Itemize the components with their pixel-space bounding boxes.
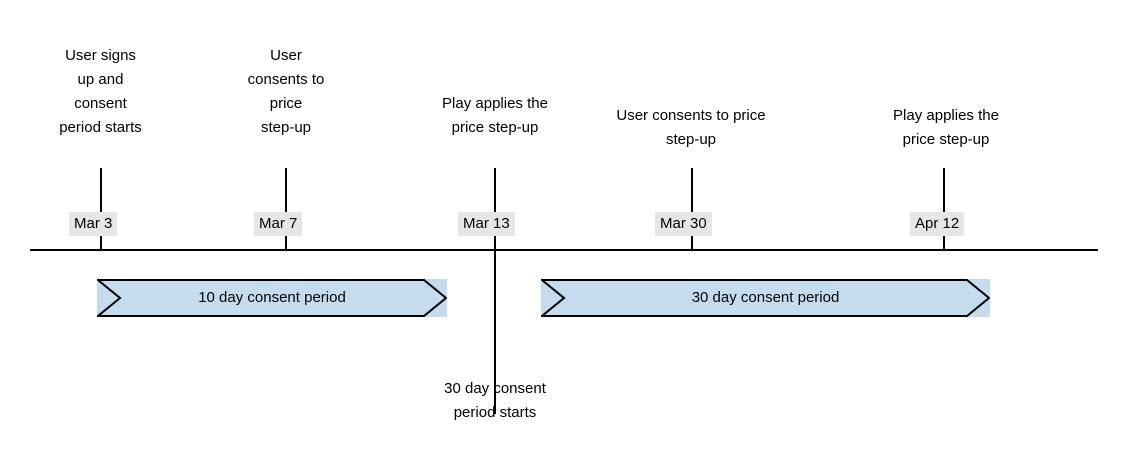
tick-line-consent-30day [691, 168, 693, 250]
tick-line-signup [100, 168, 102, 250]
period-bar-label-10-day: 10 day consent period [198, 289, 346, 306]
event-label-stepup-applied-2: Play applies the price step-up [893, 107, 999, 148]
date-chip-mar-30: Mar 30 [655, 212, 712, 236]
period-bar-30-day: 30 day consent period [541, 279, 990, 317]
period-bar-10-day: 10 day consent period [97, 279, 447, 317]
event-label-stepup-applied-1: Play applies the price step-up [442, 95, 548, 136]
tick-line-stepup-applied-2 [943, 168, 945, 250]
period-bar-label-30-day: 30 day consent period [691, 289, 840, 306]
date-chip-mar-13: Mar 13 [458, 212, 515, 236]
banner-arrow-shape-30-day [541, 279, 990, 317]
event-label-signup: User signs up and consent period starts [59, 47, 142, 136]
tick-line-stepup-applied-1 [494, 168, 496, 414]
annotation-30-day-period-starts: 30 day consent period starts [444, 380, 546, 421]
date-chip-apr-12: Apr 12 [910, 212, 965, 236]
timeline-axis [30, 249, 1098, 251]
event-label-consent-10day: User consents to price step-up [247, 47, 325, 136]
date-chip-mar-7: Mar 7 [254, 212, 303, 236]
banner-arrow-shape-10-day [97, 279, 447, 317]
date-chip-mar-3: Mar 3 [69, 212, 118, 236]
event-label-consent-30day: User consents to price step-up [616, 107, 766, 148]
tick-line-consent-10day [285, 168, 287, 250]
